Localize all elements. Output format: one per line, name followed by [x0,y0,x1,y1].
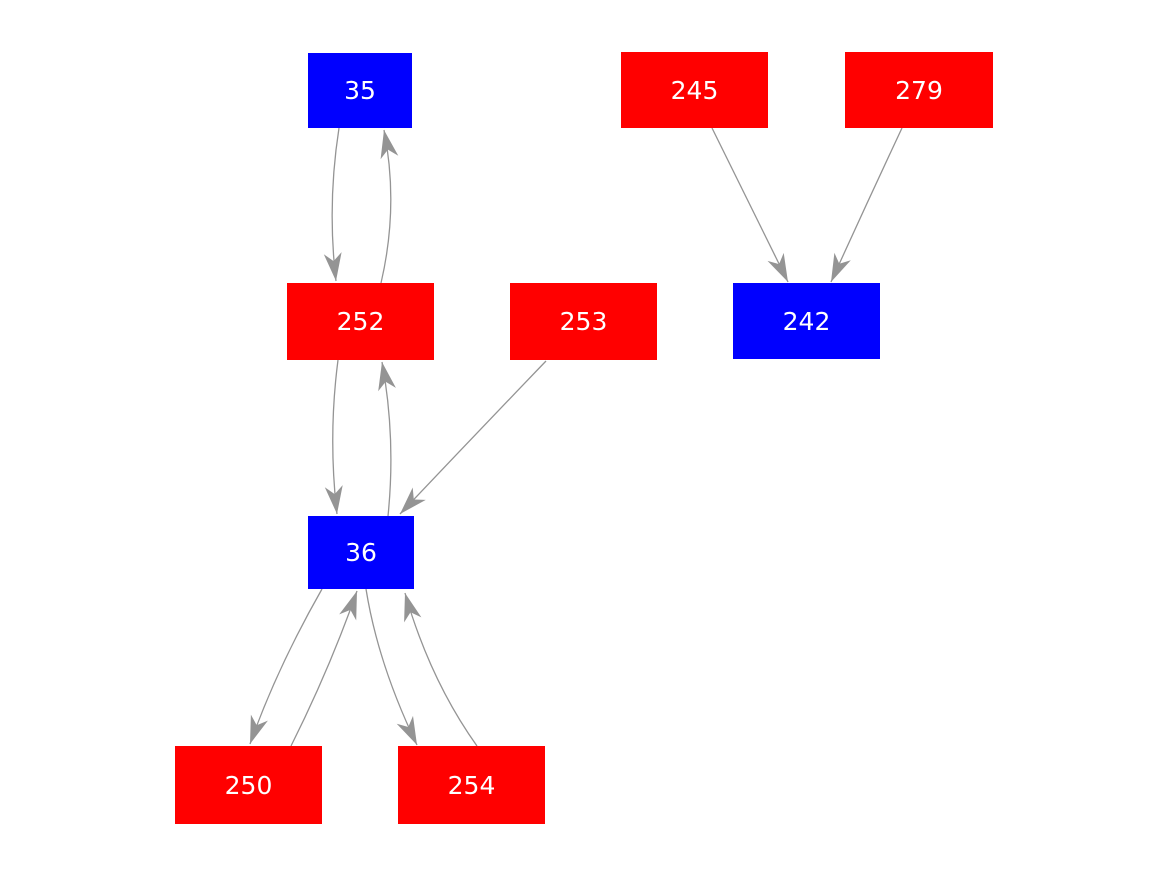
edge-252-to-36 [324,359,343,515]
edge-35-to-252 [323,127,342,282]
node-label-36: 36 [345,538,377,567]
edge-line-252-to-36 [332,359,339,515]
node-label-242: 242 [782,306,831,336]
arrowhead-36-to-250 [250,714,268,744]
graph-node-253: 253 [510,283,657,360]
edge-36-to-250 [249,588,323,745]
node-label-252: 252 [336,307,385,336]
edge-253-to-36 [399,360,547,515]
graph-node-242: 242 [733,283,880,359]
graph-node-252: 252 [287,283,434,360]
node-label-279: 279 [895,75,943,105]
arrowhead-253-to-36 [400,487,426,514]
edge-line-36-to-250 [249,588,323,745]
node-label-245: 245 [670,75,719,105]
node-label-254: 254 [447,770,496,800]
graph-node-36: 36 [308,516,414,589]
graph-node-279: 279 [845,52,993,128]
arrowhead-35-to-252 [323,252,342,281]
arrowhead-252-to-35 [380,130,399,160]
graph-node-250: 250 [175,746,322,824]
edge-250-to-36 [290,590,358,747]
arrowhead-250-to-36 [339,591,357,621]
edge-line-254-to-36 [404,592,478,747]
arrowhead-252-to-36 [324,485,343,514]
edge-line-253-to-36 [399,360,547,515]
node-label-35: 35 [344,76,376,105]
arrowhead-36-to-252 [378,362,396,392]
node-label-250: 250 [224,770,273,800]
node-label-253: 253 [559,307,608,336]
arrowhead-254-to-36 [404,593,422,623]
edge-252-to-35 [380,129,399,284]
arrowhead-36-to-254 [396,715,417,745]
graph-node-245: 245 [621,52,768,128]
edge-36-to-254 [365,588,418,746]
edge-line-250-to-36 [290,590,358,747]
edge-254-to-36 [404,592,478,747]
graph-node-35: 35 [308,53,412,128]
edge-36-to-252 [378,361,396,517]
edge-line-36-to-254 [365,588,418,746]
edge-line-279-to-242 [830,127,903,283]
graph-node-254: 254 [398,746,545,824]
edge-line-36-to-252 [381,361,392,517]
arrowhead-279-to-242 [831,252,851,282]
edge-line-245-to-242 [711,127,789,283]
edge-245-to-242 [711,127,789,283]
edge-279-to-242 [830,127,903,283]
arrowhead-245-to-242 [767,252,788,282]
